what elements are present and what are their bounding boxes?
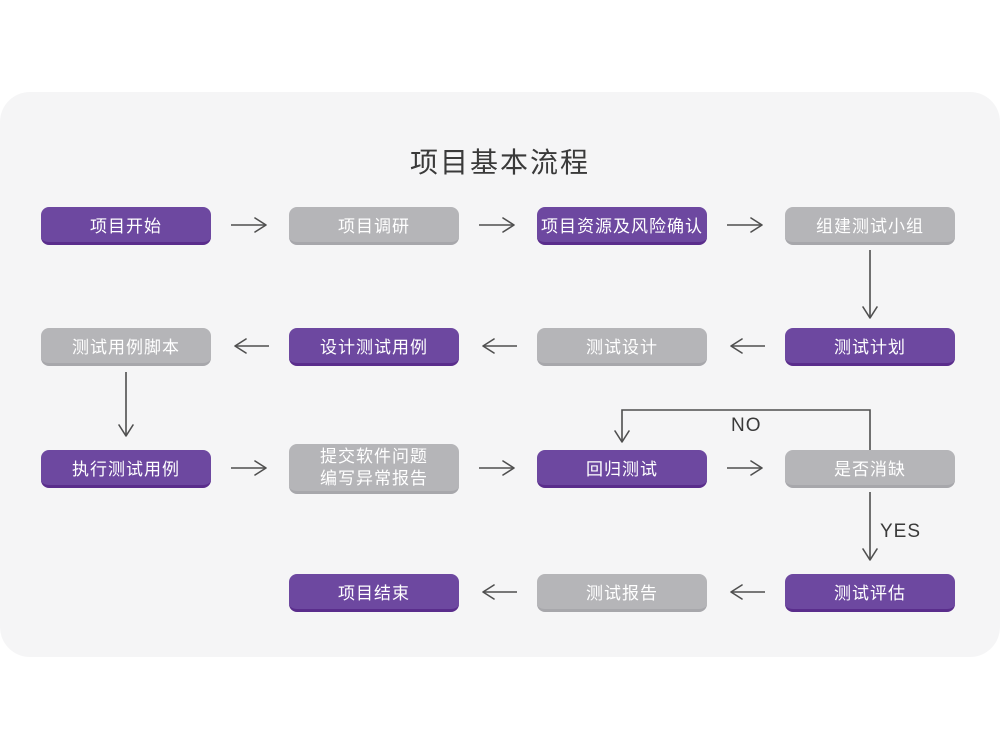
node-label: 回归测试 bbox=[586, 460, 658, 479]
node-label: 执行测试用例 bbox=[72, 460, 180, 479]
flowchart-card bbox=[0, 92, 1000, 657]
node-project-end: 项目结束 bbox=[289, 574, 459, 612]
node-regression-test: 回归测试 bbox=[537, 450, 707, 488]
node-submit-issues-report: 提交软件问题 编写异常报告 bbox=[289, 444, 459, 494]
node-design-test-cases: 设计测试用例 bbox=[289, 328, 459, 366]
arrow-no-loop-icon bbox=[614, 409, 871, 450]
yes-branch-label: YES bbox=[880, 521, 922, 542]
node-test-report: 测试报告 bbox=[537, 574, 707, 612]
node-test-design: 测试设计 bbox=[537, 328, 707, 366]
node-label: 项目结束 bbox=[338, 584, 410, 603]
node-label: 测试计划 bbox=[834, 338, 906, 357]
node-label: 测试用例脚本 bbox=[72, 338, 180, 357]
node-label: 提交软件问题 bbox=[320, 446, 428, 466]
node-label: 组建测试小组 bbox=[816, 217, 924, 236]
node-label: 测试评估 bbox=[834, 584, 906, 603]
node-test-plan: 测试计划 bbox=[785, 328, 955, 366]
node-project-research: 项目调研 bbox=[289, 207, 459, 245]
node-test-case-scripts: 测试用例脚本 bbox=[41, 328, 211, 366]
node-label-line2: 编写异常报告 bbox=[320, 468, 428, 488]
no-branch-label: NO bbox=[731, 415, 762, 436]
node-label: 项目资源及风险确认 bbox=[541, 217, 703, 236]
node-label: 设计测试用例 bbox=[320, 338, 428, 357]
node-label: 项目调研 bbox=[338, 217, 410, 236]
node-project-start: 项目开始 bbox=[41, 207, 211, 245]
node-label: 是否消缺 bbox=[834, 460, 906, 479]
node-test-evaluation: 测试评估 bbox=[785, 574, 955, 612]
node-label: 项目开始 bbox=[90, 217, 162, 236]
node-execute-test-cases: 执行测试用例 bbox=[41, 450, 211, 488]
node-build-test-team: 组建测试小组 bbox=[785, 207, 955, 245]
node-defect-cleared-check: 是否消缺 bbox=[785, 450, 955, 488]
node-label: 测试报告 bbox=[586, 584, 658, 603]
node-resource-risk-confirm: 项目资源及风险确认 bbox=[537, 207, 707, 245]
page-title: 项目基本流程 bbox=[409, 147, 590, 178]
node-label: 测试设计 bbox=[586, 338, 658, 357]
